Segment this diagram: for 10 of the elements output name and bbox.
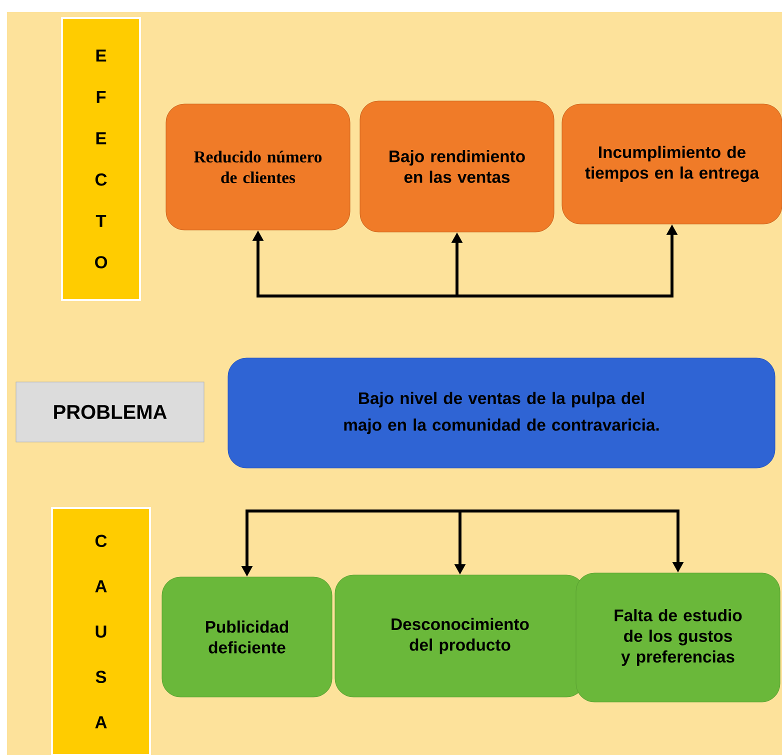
effect-box: Reducido número de clientes (166, 104, 350, 230)
vertical-band: E F E C T O (61, 17, 141, 301)
vertical-band: C A U S A (51, 507, 151, 755)
cause-box: Desconocimiento del producto (334, 574, 586, 698)
cause-box: Publicidad deficiente (162, 576, 332, 698)
effect-box: Bajo rendimiento en las ventas (360, 100, 554, 232)
effect-box: Incumplimiento de tiempos en la entrega (562, 104, 782, 224)
problem-box: Bajo nivel de ventas de la pulpa del majo en la comunidad de contravaricia. (228, 358, 776, 468)
label-box: PROBLEMA (16, 382, 204, 442)
cause-box: Falta de estudio de los gustos y preferencias (576, 572, 780, 702)
